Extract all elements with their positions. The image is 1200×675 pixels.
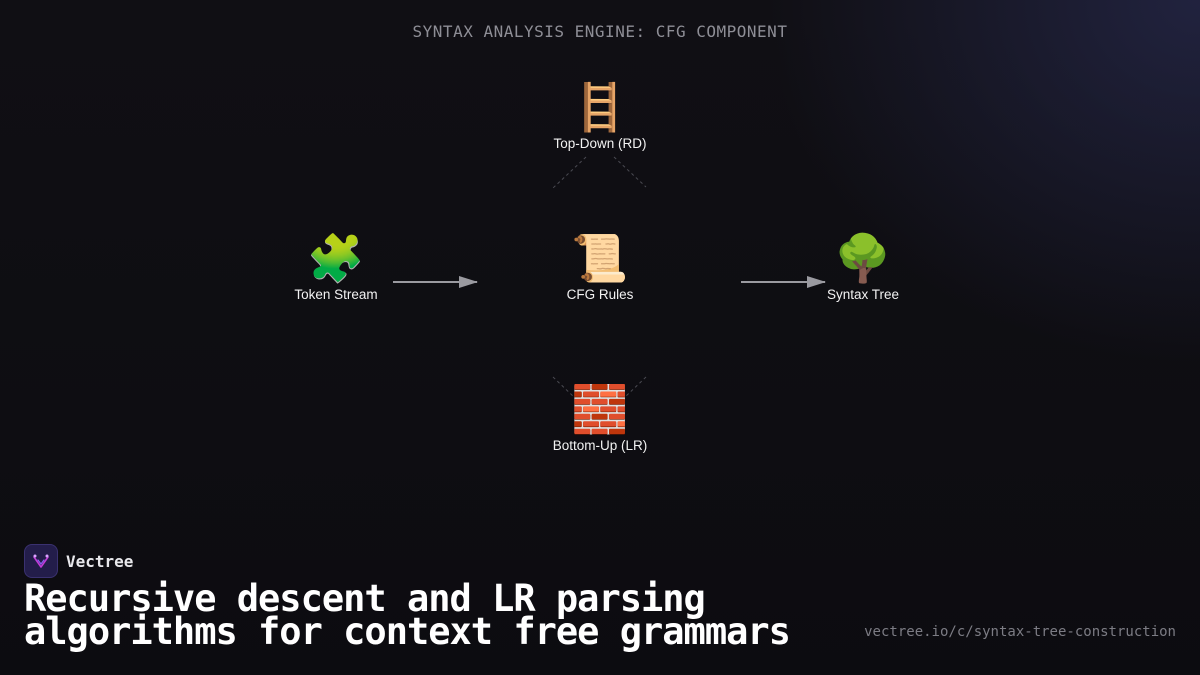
diagram-connectors: [393, 156, 826, 399]
node-cfg-rules: 📜 CFG Rules: [520, 231, 680, 302]
scroll-icon: 📜: [571, 231, 629, 285]
page-title: SYNTAX ANALYSIS ENGINE: CFG COMPONENT: [412, 22, 788, 41]
node-top-down: 🪜 Top-Down (RD): [520, 80, 680, 151]
node-label: CFG Rules: [566, 287, 634, 302]
brand-name: Vectree: [66, 551, 134, 571]
node-label: Token Stream: [294, 287, 378, 302]
node-token-stream: 🧩 Token Stream: [256, 231, 416, 302]
node-syntax-tree: 🌳 Syntax Tree: [783, 231, 943, 302]
connector-top-right: [613, 156, 647, 188]
node-label: Top-Down (RD): [553, 136, 647, 151]
connector-bottom-right: [623, 376, 647, 399]
connector-bottom-left: [552, 376, 576, 399]
brand: Vectree: [24, 544, 133, 578]
headline: Recursive descent and LR parsing algorit…: [24, 577, 791, 653]
node-bottom-up: 🧱 Bottom-Up (LR): [520, 382, 680, 453]
cfg-diagram: 🪜 Top-Down (RD) 🧩 Token Stream 📜 CFG Rul…: [256, 80, 943, 453]
node-label: Syntax Tree: [826, 287, 900, 302]
puzzle-piece-icon: 🧩: [307, 231, 365, 285]
source-url[interactable]: vectree.io/c/syntax-tree-construction: [864, 624, 1176, 640]
vectree-logo-icon: [24, 544, 58, 578]
ladder-icon: 🪜: [571, 80, 629, 134]
connector-top-left: [552, 156, 587, 189]
brick-wall-icon: 🧱: [571, 382, 629, 436]
tree-icon: 🌳: [834, 231, 892, 285]
node-label: Bottom-Up (LR): [552, 438, 648, 453]
